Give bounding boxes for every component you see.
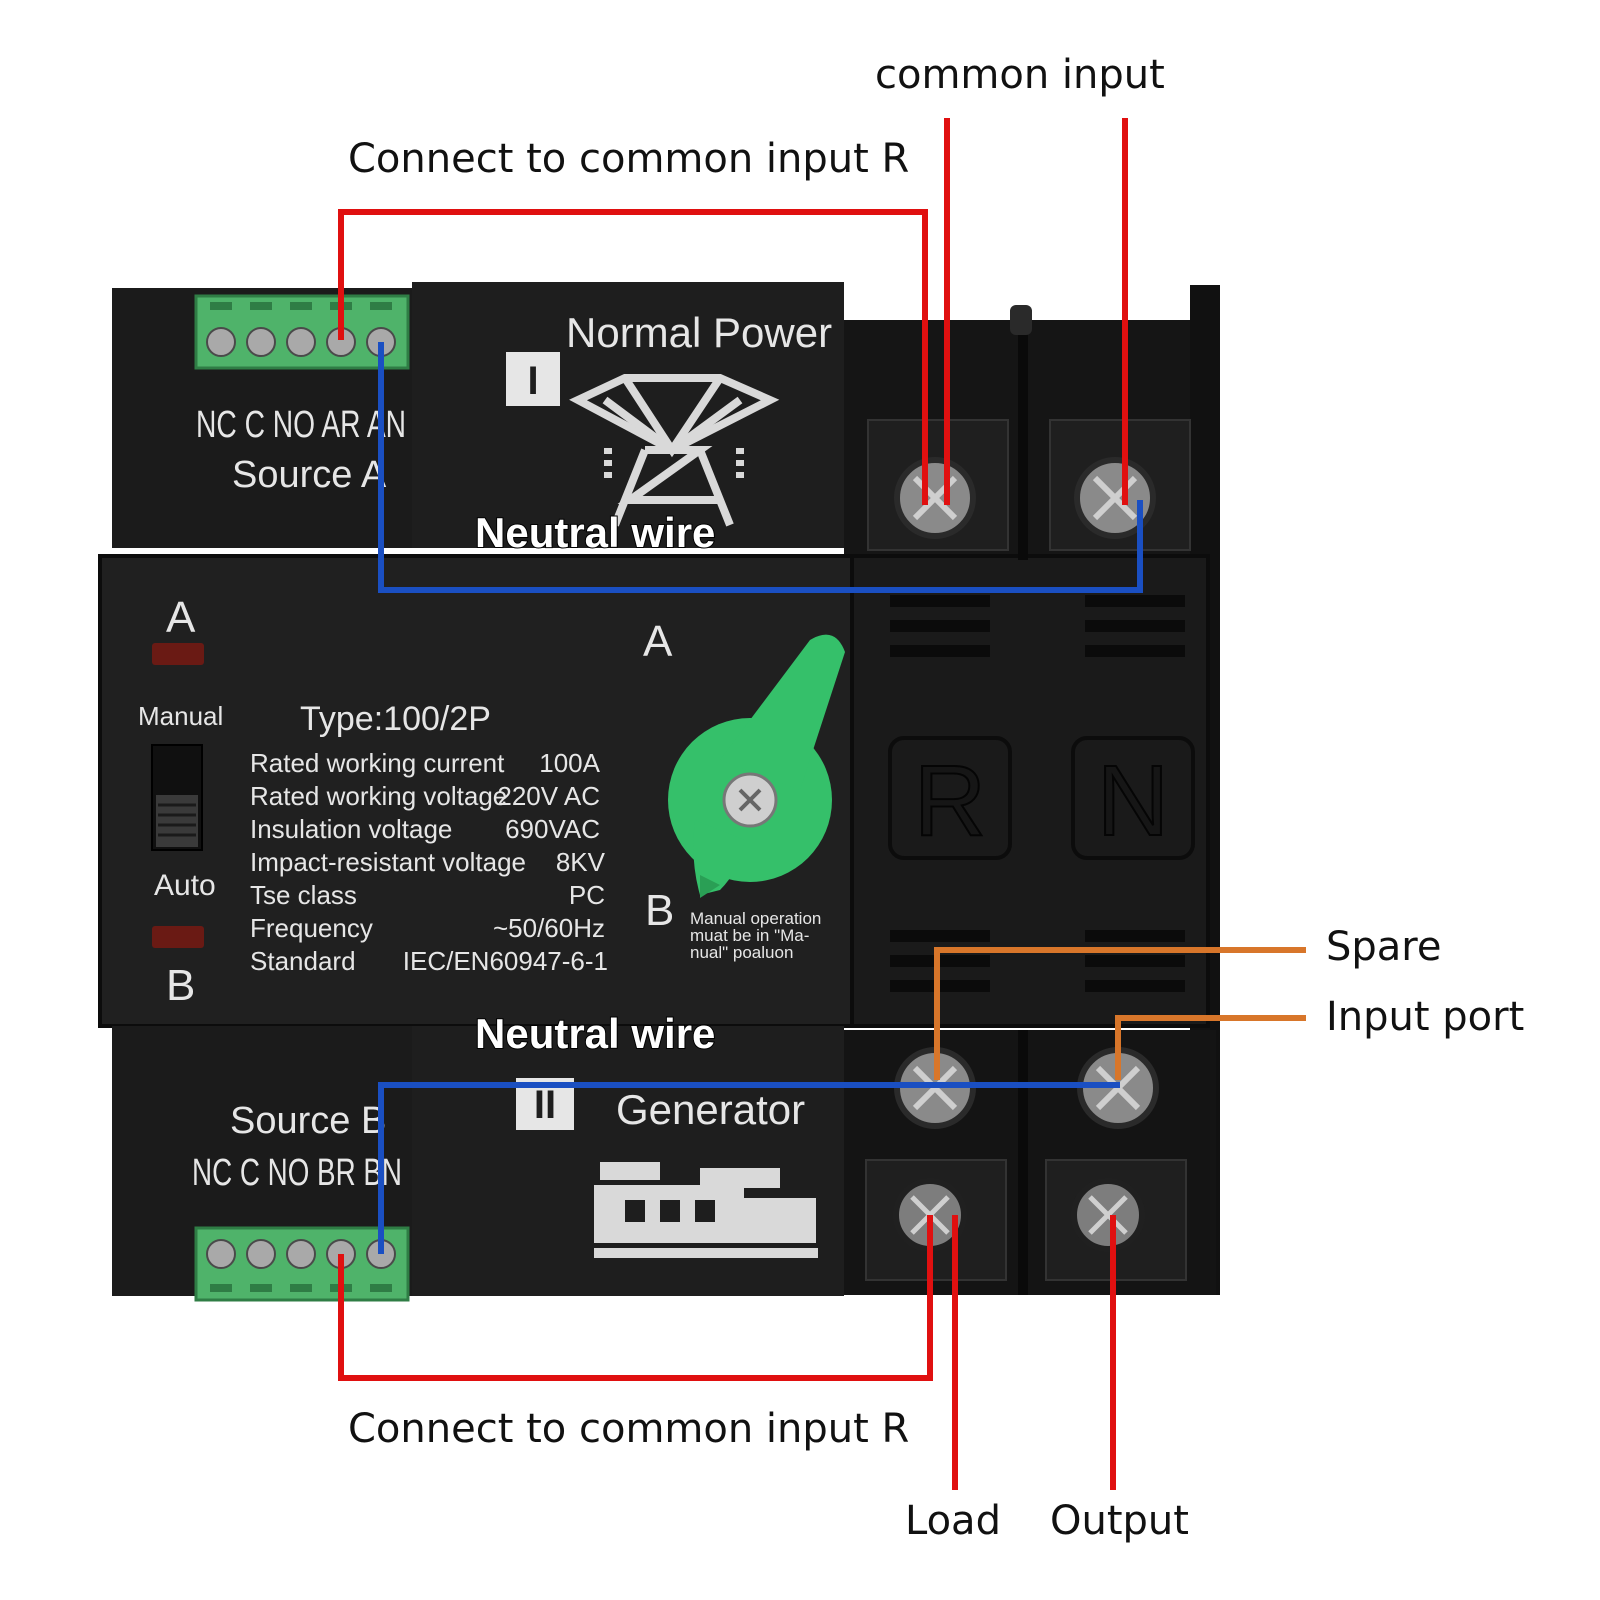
device-body [98,282,1220,1296]
led-a-label: A [166,593,196,642]
common-input-label: common input [875,52,1165,98]
source-a-led [152,643,204,665]
source-a-title: Normal Power [566,309,832,356]
source-b-led [152,926,204,948]
spec-label: Standard [250,946,356,976]
transmission-tower-icon [569,374,780,527]
source-a-terminal-labels: NC C NO AR AN [196,404,406,446]
load-label: Load [905,1498,1001,1544]
pole-badges: R N [888,736,1195,860]
blue-wire-neutral-a [378,342,1143,593]
output-terminal-r [865,1159,1007,1281]
top-terminal-r [867,419,1009,551]
spec-label: Rated working voltage [250,781,507,811]
note-line: nual" poaluon [690,943,793,962]
spec-value: IEC/EN60947-6-1 [403,946,608,976]
blue-wire-neutral-b [378,1082,1120,1254]
connect-bottom-label: Connect to common input R [348,1406,909,1452]
type-label: Type:100/2P [300,700,491,738]
knob-label-a: A [643,617,673,666]
spec-value: PC [569,880,605,910]
manual-label: Manual [138,701,223,731]
spec-label: Tse class [250,880,357,910]
top-terminal-n [1049,419,1191,551]
input-port-label: Input port [1326,994,1524,1040]
spec-value: 690VAC [505,814,600,844]
generator-icon [594,1162,818,1258]
output-label: Output [1050,1498,1189,1544]
pole-label-n: N [1097,745,1169,857]
spec-label: Frequency [250,913,373,943]
manual-selector-knob[interactable] [668,634,845,898]
spare-label: Spare [1326,924,1441,970]
source-a-badge-box [506,352,560,406]
neutral-wire-bottom-label: Neutral wire [475,1010,715,1057]
source-a-terminal-block [194,294,410,370]
orange-wire-spare [934,947,1306,1080]
knob-label-b: B [645,886,674,935]
source-b-badge: II [534,1083,556,1127]
spec-value: ~50/60Hz [493,913,605,943]
source-b-terminal-labels: NC C NO BR BN [192,1152,402,1194]
source-b-terminal-block [194,1226,410,1302]
note-line: Manual operation [690,909,821,928]
led-b-label: B [166,961,195,1010]
spec-label: Impact-resistant voltage [250,847,526,877]
red-wire-source-a-r [338,209,928,505]
red-wire-source-b-r [338,1215,933,1381]
source-b-name: Source B [230,1100,386,1142]
manual-operation-note: Manual operation muat be in "Ma- nual" p… [690,909,821,962]
spec-label: Insulation voltage [250,814,452,844]
note-line: muat be in "Ma- [690,926,809,945]
auto-label: Auto [154,869,216,902]
neutral-wire-top-label: Neutral wire [475,509,715,556]
source-b-title: Generator [616,1086,805,1133]
pole-label-r: R [914,745,986,857]
connect-top-label: Connect to common input R [348,136,909,182]
spec-table: Rated working current 100A Rated working… [250,748,608,976]
spec-value: 220V AC [497,781,600,811]
spec-value: 100A [539,748,600,778]
source-a-name: Source A [232,454,387,496]
spec-label: Rated working current [250,748,505,778]
vent-slots [890,595,1185,992]
manual-auto-switch[interactable] [151,744,203,851]
orange-wire-input-port [1115,1015,1306,1080]
spec-value: 8KV [556,847,606,877]
source-a-badge: I [527,359,538,403]
